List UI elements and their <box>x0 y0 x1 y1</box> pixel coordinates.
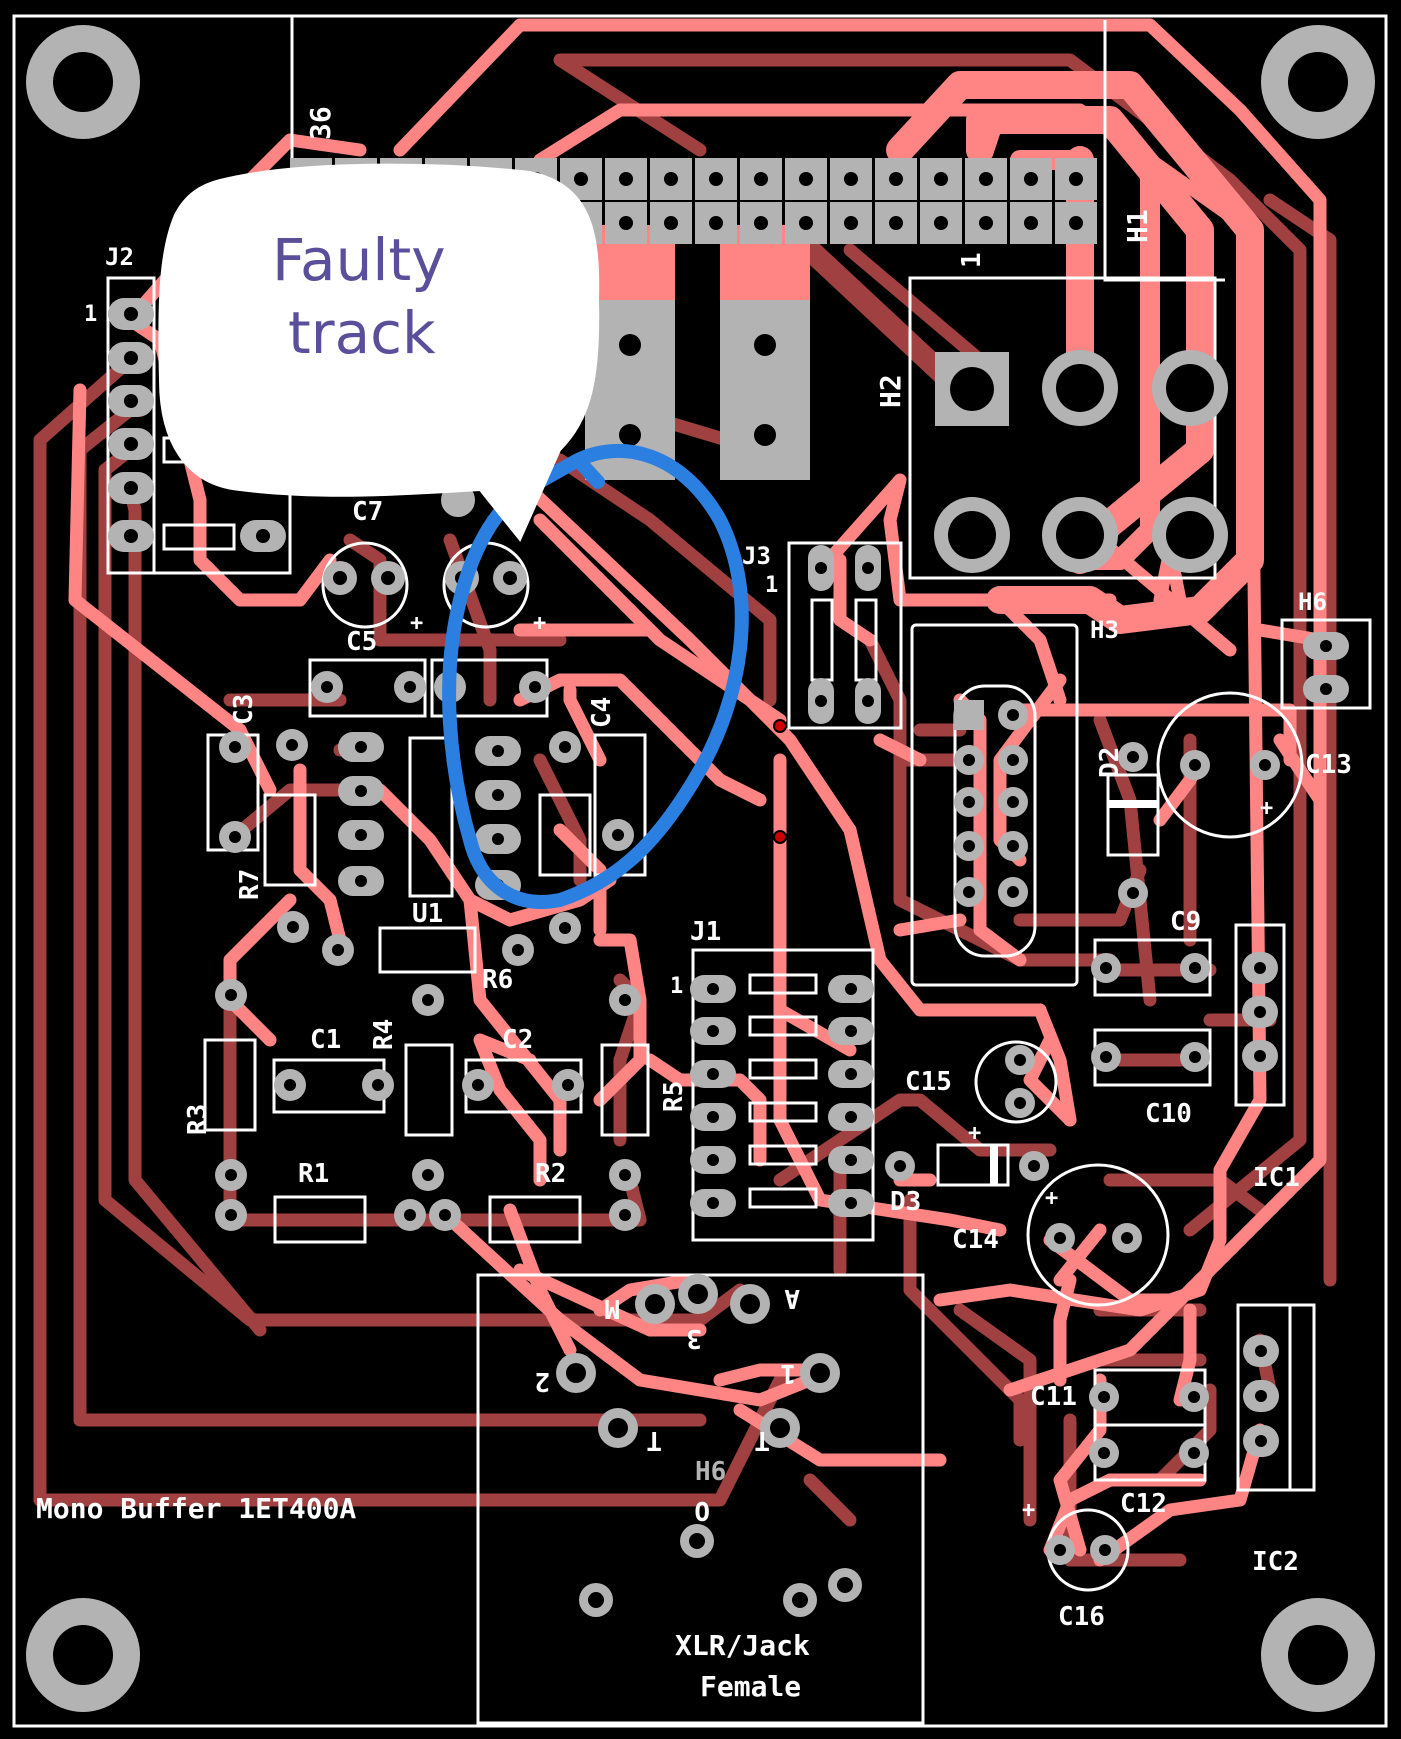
label-h1-pin1: 1 <box>957 252 987 268</box>
label-c13: C13 <box>1305 750 1352 780</box>
label-xlr-line1: XLR/Jack <box>675 1629 810 1662</box>
label-j2: J2 <box>105 243 134 271</box>
label-j1-pin1: 1 <box>670 974 683 999</box>
label-xlr-o: O <box>694 1495 710 1525</box>
label-j3: J3 <box>742 542 771 570</box>
diode-bodies <box>990 800 1158 1185</box>
label-r5: R5 <box>659 1081 689 1112</box>
annotation-circle <box>442 443 749 909</box>
label-xlr-line2: Female <box>700 1670 801 1703</box>
vias <box>773 719 787 844</box>
label-h3: H3 <box>1090 616 1119 644</box>
label-r1: R1 <box>298 1159 329 1189</box>
silkscreen-text: J2 1 36 1 H1 H2 H3 H6 J3 1 C7 C5 + + C3 … <box>36 106 1352 1703</box>
label-c14-plus: + <box>1045 1186 1058 1211</box>
label-r6: R6 <box>482 965 513 995</box>
label-r2: R2 <box>535 1159 566 1189</box>
label-h2: H2 <box>874 374 907 408</box>
label-j1: J1 <box>690 917 721 947</box>
pad-holes <box>124 172 1332 1608</box>
label-d3-plus: + <box>968 1121 981 1146</box>
label-c12: C12 <box>1120 1489 1167 1519</box>
faulty-track-annotation: Faulty track <box>158 163 749 909</box>
label-c13-plus: + <box>1260 796 1273 821</box>
label-r7: R7 <box>235 869 265 900</box>
label-xlr-t1: T <box>646 1425 662 1455</box>
label-xlr-a: A <box>784 1283 800 1313</box>
label-ic1: IC1 <box>1253 1163 1300 1193</box>
label-c2: C2 <box>502 1025 533 1055</box>
label-d2: D2 <box>1095 747 1125 778</box>
label-u1: U1 <box>412 899 443 929</box>
label-xlr-3: 3 <box>686 1323 702 1353</box>
label-c9: C9 <box>1170 907 1201 937</box>
label-h6-top: H6 <box>1298 588 1327 616</box>
label-c15: C15 <box>905 1067 952 1097</box>
label-ic2: IC2 <box>1252 1547 1299 1577</box>
callout-line2: track <box>288 299 436 367</box>
label-c1: C1 <box>310 1025 341 1055</box>
label-d3: D3 <box>890 1187 921 1217</box>
label-c7: C7 <box>352 497 383 527</box>
label-c6-plus: + <box>533 611 546 636</box>
label-j3-pin1: 1 <box>765 573 778 598</box>
label-c14: C14 <box>952 1225 999 1255</box>
label-c16-plus: + <box>1022 1498 1035 1523</box>
label-xlr-t2: T <box>754 1425 770 1455</box>
label-xlr-m: M <box>604 1293 620 1323</box>
label-h1: H1 <box>1121 209 1154 243</box>
board-title: Mono Buffer 1ET400A <box>36 1492 356 1525</box>
label-r3: R3 <box>183 1104 213 1135</box>
board-outline <box>12 14 1388 1728</box>
label-c16: C16 <box>1058 1602 1105 1632</box>
label-r4: R4 <box>369 1019 399 1050</box>
label-c10: C10 <box>1145 1099 1192 1129</box>
label-h6-bottom: H6 <box>695 1457 726 1487</box>
label-c3: C3 <box>229 694 259 725</box>
label-xlr-1: 1 <box>780 1358 796 1388</box>
label-c11: C11 <box>1030 1382 1077 1412</box>
label-h1-pin36: 36 <box>304 106 337 140</box>
mounting-holes <box>26 25 1375 1712</box>
label-c4: C4 <box>587 697 617 728</box>
label-j2-pin1: 1 <box>84 302 97 327</box>
callout-line1: Faulty <box>272 226 446 294</box>
silkscreen-outlines <box>106 16 1372 1725</box>
label-xlr-2: 2 <box>534 1366 550 1396</box>
callout-bubble <box>158 163 600 542</box>
label-c5-plus: + <box>410 611 423 636</box>
label-c5: C5 <box>346 627 377 657</box>
